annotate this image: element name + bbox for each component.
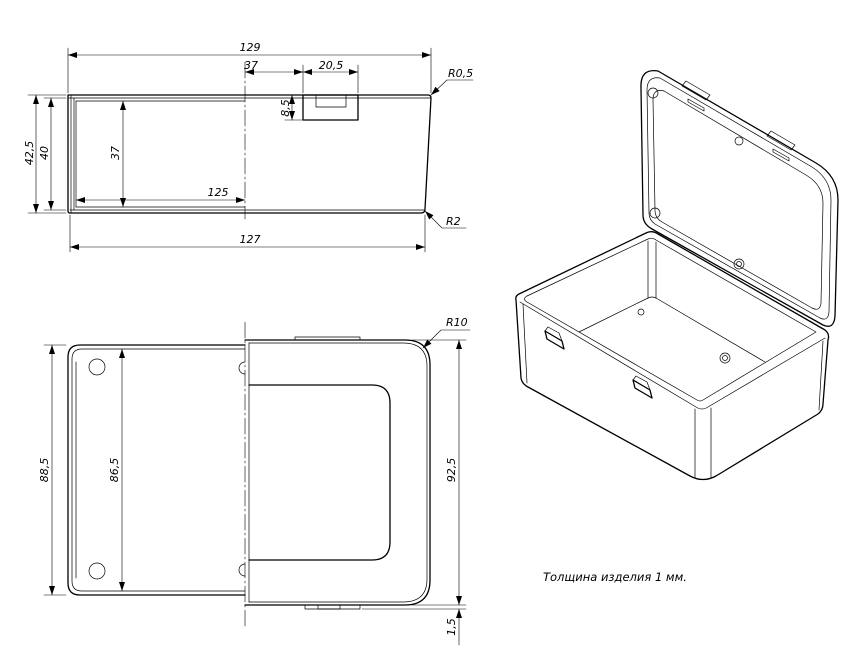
- box-left-fillet-line: [522, 303, 528, 384]
- lid-bolt-outer: [733, 258, 745, 270]
- thickness-note: Толщина изделия 1 мм.: [543, 570, 687, 584]
- lid-rim-line: [646, 77, 832, 320]
- top-box-body-outline: [67, 344, 246, 596]
- isometric-view: [515, 69, 839, 481]
- dim-label-20-5: 20,5: [319, 59, 344, 72]
- dim-label-125: 125: [208, 186, 229, 199]
- front-box-outline: [67, 94, 432, 214]
- dim-label-r2: R2: [446, 215, 461, 228]
- dim-label-8-5: 8,5: [279, 99, 292, 117]
- lid-hole-top-left: [647, 87, 659, 99]
- hole-bottom-center-half: [238, 563, 246, 577]
- box-floor-bolt-outer: [719, 352, 731, 364]
- box-rim-inner-line: [524, 237, 817, 402]
- lid-bolt-inner: [736, 261, 742, 267]
- lid-slot-left: [687, 98, 705, 112]
- leader-r2: [424, 210, 467, 229]
- top-lid-outline: [244, 339, 431, 606]
- top-hinge-tab-upper: [294, 336, 361, 341]
- dim-label-42-5: 42,5: [23, 141, 36, 166]
- lid-inner-panel: [652, 90, 824, 310]
- lid-outer-outline: [640, 69, 839, 327]
- dim-label-88-5: 88,5: [38, 458, 51, 483]
- top-view: 88,5 86,5 92,5 1,5 R10: [38, 316, 471, 646]
- top-box-inner-wall: [71, 348, 246, 592]
- top-latch-tab-lower-inner: [317, 604, 341, 610]
- dim-label-37-top: 37: [244, 59, 258, 72]
- dim-label-127: 127: [240, 233, 261, 246]
- leader-r10: [422, 329, 471, 349]
- box-body-silhouette: [515, 231, 830, 481]
- box-rim-front-edge: [519, 301, 826, 410]
- dim-label-40: 40: [38, 146, 51, 160]
- dim-label-r0-5: R0,5: [448, 67, 473, 80]
- dim-label-r10: R10: [446, 316, 468, 329]
- box-latch-right-body: [632, 379, 653, 399]
- lid-hinge-tab-right: [766, 130, 796, 151]
- top-lid-rim-line: [248, 342, 428, 603]
- box-right-fillet-line: [818, 340, 824, 411]
- front-section-view: 129 37 20,5 R0,5 8,5 42,5 40 37 125: [23, 41, 474, 253]
- hole-top-center-half: [238, 361, 246, 375]
- dim-label-1-5: 1,5: [445, 618, 458, 636]
- dim-label-86-5: 86,5: [108, 458, 121, 483]
- lid-hinge-tab-left: [681, 80, 711, 101]
- box-latch-left-body: [544, 330, 565, 350]
- front-latch-inner: [315, 94, 347, 108]
- hole-top-left: [88, 358, 106, 376]
- lid-hole-bottom-left: [649, 207, 661, 219]
- top-lid-window: [248, 384, 391, 561]
- dim-label-92-5: 92,5: [445, 458, 458, 483]
- front-latch-outer: [302, 94, 359, 121]
- lid-slot-right: [772, 148, 790, 162]
- leader-r0-5: [430, 79, 474, 96]
- dim-label-129: 129: [240, 41, 261, 54]
- dim-label-37-inner: 37: [109, 146, 122, 160]
- hole-bottom-left: [88, 562, 106, 580]
- box-floor-bolt-inner: [722, 355, 728, 361]
- box-floor-hole: [637, 308, 645, 316]
- lid-hole-center: [734, 136, 744, 146]
